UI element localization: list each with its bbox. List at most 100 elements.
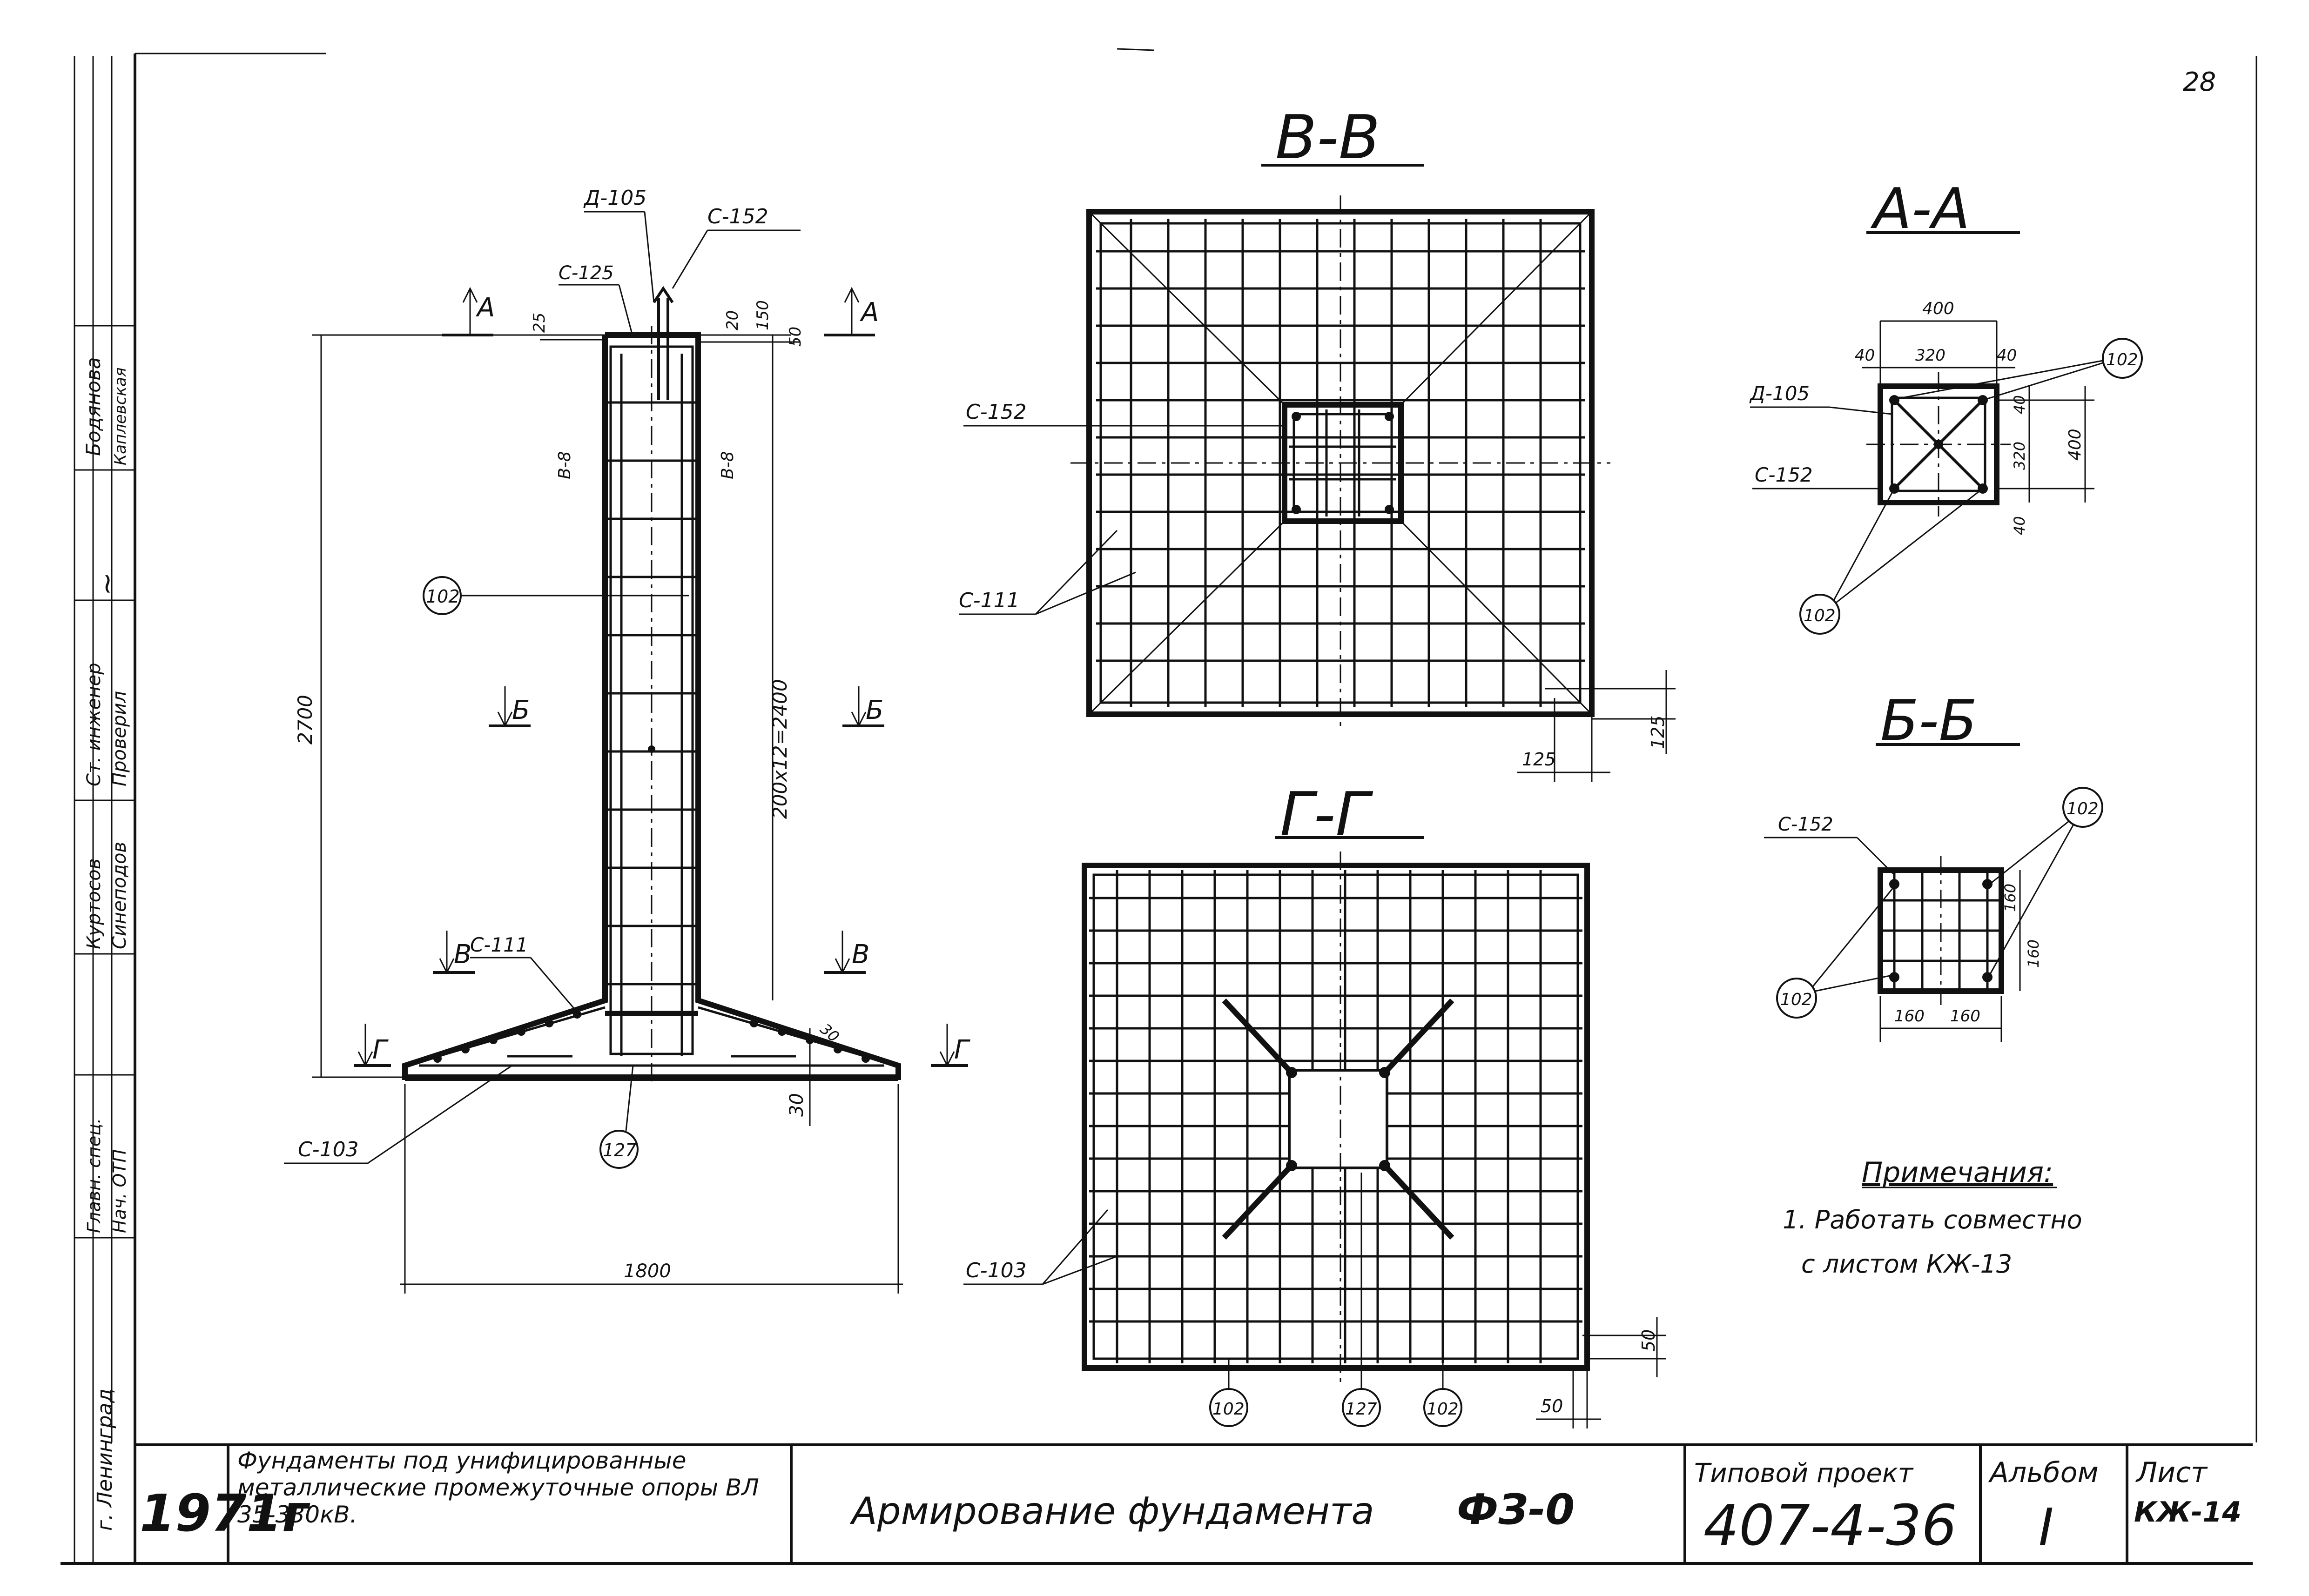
label-b8-right: В-8 — [718, 451, 737, 479]
dim-160-bright: 160 — [1950, 1007, 1980, 1026]
stamp-name-3a: Куртосов — [83, 858, 105, 949]
title-year: 1971г — [140, 1483, 310, 1543]
section-mark-v-right: В — [852, 939, 869, 970]
section-gg: Г-Г — [963, 779, 1666, 1428]
dim-200x12: 200х12=2400 — [768, 679, 791, 819]
stamp-name-1a: Бодянова — [82, 357, 105, 456]
title-description: Фундаменты под унифицированные металличе… — [237, 1447, 759, 1528]
title-mark: ФЗ-0 — [1457, 1485, 1575, 1534]
callout-102-bb-bottom — [1776, 978, 1817, 1019]
dim-125-vertical: 125 — [1648, 715, 1668, 749]
dim-50-top: 50 — [786, 327, 805, 347]
notes: Примечания: 1. Работать совместно с лист… — [1783, 1156, 2082, 1279]
dim-2700: 2700 — [294, 695, 316, 744]
section-mark-g-right: Г — [954, 1035, 970, 1065]
dim-1800: 1800 — [624, 1261, 671, 1282]
stamp-role-4b: Нач. ОТП — [109, 1149, 130, 1233]
callout-102-bb-top-text: 102 — [2067, 799, 2099, 818]
stamp-signature-1: ~ — [91, 572, 123, 596]
label-c152-bb: С-152 — [1778, 814, 1833, 835]
callout-102-bb-bottom-text: 102 — [1780, 990, 1812, 1009]
title-project-label: Типовой проект — [1694, 1458, 1914, 1489]
section-markers: А А Б Б В В Г — [354, 287, 970, 1067]
label-c111-vv: С-111 — [959, 589, 1020, 612]
section-gg-title: Г-Г — [1280, 779, 1373, 850]
dim-160-rbottom: 160 — [2025, 939, 2042, 968]
notes-line-1: 1. Работать совместно — [1783, 1205, 2082, 1234]
dim-160-bleft: 160 — [1894, 1007, 1925, 1026]
stamp-city: г. Ленинград — [93, 1388, 117, 1531]
callout-127-elevation-text: 127 — [603, 1140, 637, 1160]
callout-102-gg-right-text: 102 — [1427, 1400, 1459, 1419]
stamp-name-1b: Каплевская — [111, 368, 130, 465]
title-album-label: Альбом — [1988, 1456, 2099, 1489]
label-c152-aa: С-152 — [1755, 463, 1813, 486]
dim-40-rbottom: 40 — [2011, 516, 2028, 535]
notes-title: Примечания: — [1862, 1156, 2053, 1189]
section-gg-anchor-bars — [1222, 998, 1454, 1240]
callout-127-gg-text: 127 — [1345, 1400, 1377, 1419]
stamp-role-4a: Главн. спец. — [84, 1118, 104, 1233]
section-mark-b-left: Б — [512, 695, 530, 725]
label-c103-elevation: С-103 — [298, 1138, 359, 1161]
section-mark-v-left: В — [454, 939, 471, 970]
dim-50-horizontal: 50 — [1541, 1396, 1563, 1416]
section-mark-a-left: А — [476, 293, 495, 323]
title-block: 1971г Фундаменты под унифицированные мет… — [140, 1445, 2242, 1563]
dim-150: 150 — [754, 300, 772, 330]
dim-320-top: 320 — [1915, 346, 1945, 365]
dim-40-right: 40 — [1997, 346, 2017, 365]
section-aa: А-А 400 40 320 40 40 320 40 400 Д-105 С- — [1749, 177, 2143, 635]
title-description-box: Фундаменты под унифицированные металличе… — [237, 1447, 759, 1528]
stamp-name-3b: Синеподов — [109, 842, 130, 949]
callout-102-elevation-text: 102 — [426, 586, 460, 607]
callout-102-aa-top-text: 102 — [2106, 350, 2138, 369]
section-vv-title: В-В — [1275, 102, 1380, 173]
label-c103-gg: С-103 — [966, 1259, 1027, 1282]
dim-20: 20 — [723, 310, 742, 330]
elevation-bar-dots — [433, 745, 870, 1063]
callout-102-gg-left-text: 102 — [1212, 1400, 1245, 1419]
dim-160-rtop: 160 — [2001, 884, 2019, 912]
section-bb-title: Б-Б — [1880, 689, 1977, 753]
stamp-role-2b: Проверил — [109, 691, 130, 786]
title-project-number: 407-4-36 — [1703, 1494, 1957, 1558]
label-c125-elevation: С-125 — [559, 262, 614, 284]
elevation-view: 2700 200х12=2400 1800 30 30 25 20 150 50… — [284, 186, 970, 1294]
section-mark-a-right: А — [860, 297, 879, 328]
sheet-corner-number: 28 — [2183, 67, 2216, 97]
dim-40-rtop: 40 — [2011, 395, 2028, 414]
label-c111-elevation: С-111 — [470, 933, 528, 956]
dim-320-side: 320 — [2011, 442, 2028, 470]
dim-25: 25 — [530, 313, 549, 333]
title-album-number: I — [2039, 1497, 2053, 1557]
side-stamp: Бодянова Каплевская Ст. инженер Проверил… — [74, 56, 135, 1563]
section-mark-b-right: Б — [866, 695, 883, 725]
dim-125-horizontal: 125 — [1522, 749, 1556, 770]
section-mark-g-left: Г — [372, 1035, 389, 1065]
notes-line-2: с листом КЖ-13 — [1801, 1249, 2012, 1279]
label-c152-vv: С-152 — [966, 400, 1027, 424]
stamp-role-2a: Ст. инженер — [83, 663, 105, 786]
callout-102-aa-bottom — [1799, 594, 1840, 635]
sheet-frame — [61, 48, 2257, 1565]
dim-400-top: 400 — [1922, 299, 1954, 318]
dim-50-vertical: 50 — [1638, 1329, 1659, 1352]
dim-30-bottom: 30 — [786, 1093, 808, 1117]
label-d105-aa: Д-105 — [1749, 382, 1810, 405]
title-sheet-number: КЖ-14 — [2134, 1496, 2242, 1529]
label-c152-elevation: С-152 — [707, 205, 768, 228]
dim-40-left: 40 — [1855, 346, 1875, 365]
label-b8-left: В-8 — [555, 451, 574, 479]
dim-400-side: 400 — [2066, 429, 2085, 461]
callout-127-elevation — [599, 1130, 639, 1169]
section-vv: В-В — [959, 102, 1676, 782]
label-d105-elevation: Д-105 — [583, 186, 646, 210]
section-aa-title: А-А — [1870, 177, 1970, 241]
callout-102-aa-bottom-text: 102 — [1804, 606, 1836, 625]
section-bb: Б-Б 160 160 160 160 С-152 102 102 — [1764, 689, 2103, 1042]
title-sheet-label: Лист — [2135, 1456, 2208, 1489]
title-drawing-title: Армирование фундамента — [849, 1489, 1374, 1533]
